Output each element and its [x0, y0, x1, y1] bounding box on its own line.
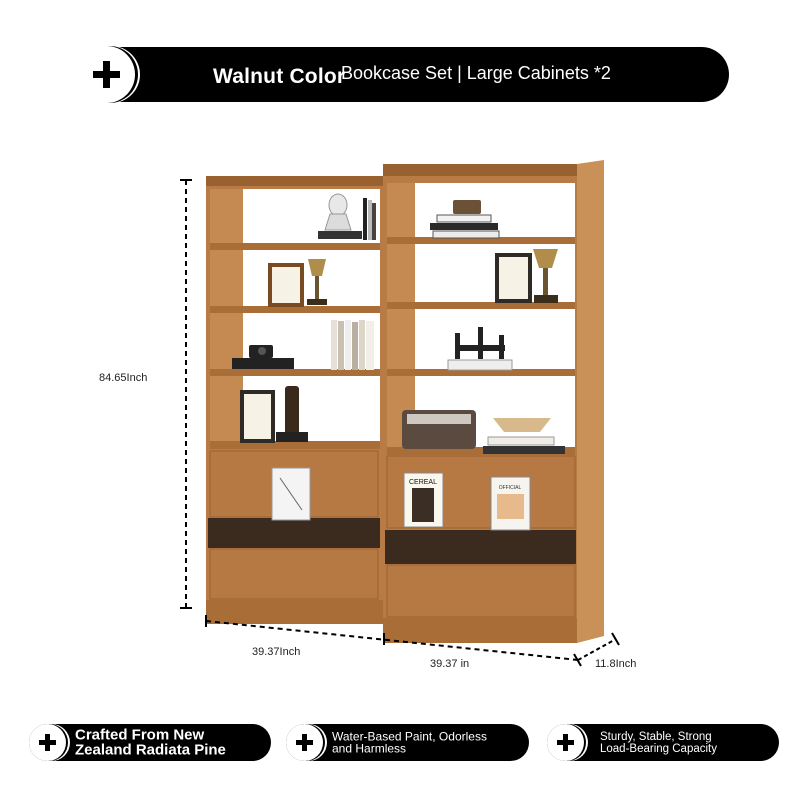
feature-text-line: Zealand Radiata Pine — [75, 741, 226, 759]
dimension-depth-label: 11.8Inch — [595, 658, 637, 670]
decor-camera — [232, 345, 294, 369]
feature-text-line: Sturdy, Stable, Strong — [600, 730, 712, 743]
decor-trophy — [307, 259, 327, 305]
decor-frame — [495, 253, 532, 303]
decor-radio — [402, 410, 476, 449]
dimension-height-label: 84.65Inch — [99, 372, 148, 384]
cover-title-cereal: CEREAL — [409, 479, 437, 486]
dimension-height-line — [180, 179, 192, 609]
dimension-width-right-label: 39.37 in — [430, 658, 470, 670]
feature-text-line: Load-Bearing Capacity — [600, 742, 717, 755]
feature-text-line: and Harmless — [332, 741, 407, 756]
cover-title-doc: OFFICIAL — [499, 485, 522, 491]
cabinet-side-panel — [577, 160, 604, 643]
decor-candle-holder — [447, 327, 513, 371]
decor-books-stack — [430, 200, 500, 239]
feature-text-line: Crafted From New — [75, 725, 205, 743]
decor-book — [372, 203, 376, 240]
title-banner: Walnut Color Bookcase Set | Large Cabine… — [78, 46, 729, 103]
dimension-width-line — [205, 615, 579, 661]
decor-bust — [318, 193, 362, 239]
plus-icon — [547, 724, 584, 761]
decor-book — [363, 198, 367, 240]
dimension-width-left-label: 39.37Inch — [252, 646, 301, 658]
plus-icon — [78, 46, 135, 103]
plus-icon — [29, 724, 66, 761]
feature-text-line: Water-Based Paint, Odorless — [332, 728, 487, 743]
title-product: Bookcase Set | Large Cabinets *2 — [341, 63, 611, 83]
decor-sculpture — [276, 386, 308, 442]
feature-pill-paint: Water-Based Paint, Odorless and Harmless — [286, 724, 529, 761]
decor-door-book: OFFICIAL — [490, 476, 531, 531]
plus-icon — [286, 724, 323, 761]
decor-book — [368, 200, 372, 240]
decor-trophy — [533, 249, 558, 303]
right-cabinet — [383, 164, 577, 643]
decor-door-book: CEREAL — [403, 472, 444, 528]
feature-pill-strength: Sturdy, Stable, Strong Load-Bearing Capa… — [547, 724, 779, 761]
dimension-depth-line — [573, 632, 620, 667]
decor-frame — [240, 390, 275, 443]
decor-frame — [268, 263, 304, 307]
decor-books-upright — [331, 320, 374, 370]
decor-door-book — [271, 467, 311, 521]
decor-bowl — [483, 418, 565, 454]
title-color: Walnut Color — [213, 65, 346, 88]
feature-pill-material: Crafted From New Zealand Radiata Pine — [29, 724, 271, 761]
